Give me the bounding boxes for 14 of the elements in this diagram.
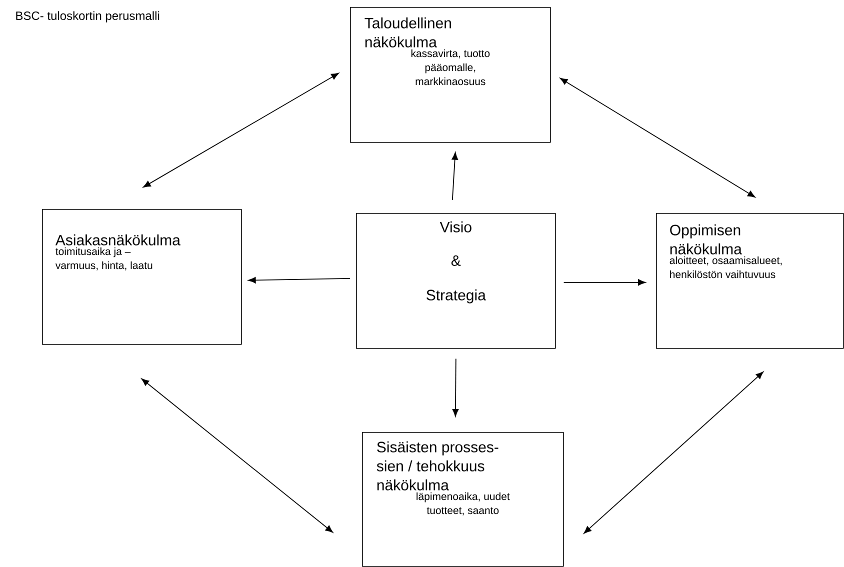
perspective-box: Oppimisen näkökulma aloitteet, osaamisalueet, henkilöstön vaihtuvuus <box>656 213 844 349</box>
arrow <box>141 378 334 533</box>
arrow <box>143 72 339 188</box>
perspective-box: Sisäisten prosses- sien / tehokkuus näkökulma läpimenoaika, uudet tuotteet, saanto <box>362 432 564 567</box>
perspective-box: Taloudellinen näkökulma kassavirta, tuotto pääomalle, markkinaosuus <box>350 7 551 143</box>
arrow <box>248 277 350 284</box>
title: BSC- tuloskortin perusmalli <box>16 11 160 22</box>
arrow <box>560 78 756 198</box>
arrow <box>563 279 646 286</box>
perspective-box: Asiakasnäkökulma toimitusaika ja – varmuus, hinta, laatu <box>42 209 242 345</box>
arrow <box>584 372 764 534</box>
arrow <box>452 152 458 200</box>
perspective-box: Visio & Strategia <box>356 213 556 349</box>
arrow <box>452 358 459 417</box>
